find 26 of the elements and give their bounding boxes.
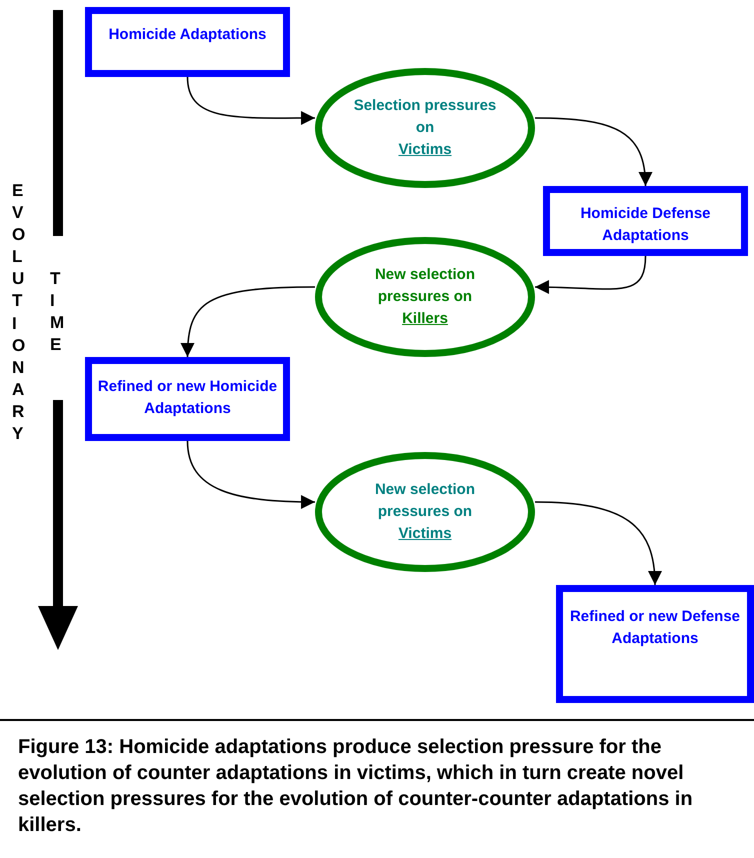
node-label: Selection pressures on bbox=[352, 96, 498, 138]
selection-ellipse bbox=[315, 452, 535, 572]
node-label: Victims bbox=[398, 140, 452, 160]
axis-label: EVOLUTIONARY bbox=[12, 180, 29, 446]
arrow bbox=[186, 440, 315, 509]
node-label: New selection pressures on bbox=[374, 480, 476, 522]
axis-label: TIME bbox=[50, 268, 67, 356]
node-label: New selection pressures on bbox=[374, 265, 476, 307]
arrow bbox=[534, 117, 652, 186]
arrow bbox=[535, 256, 646, 294]
arrow bbox=[180, 286, 316, 358]
selection-ellipse bbox=[315, 68, 535, 188]
node-label: Homicide Defense Adaptations bbox=[579, 204, 712, 246]
arrow bbox=[534, 501, 662, 586]
adaptation-box bbox=[85, 7, 290, 77]
node-label: Victims bbox=[398, 524, 452, 544]
selection-ellipse bbox=[315, 237, 535, 357]
arrow bbox=[186, 76, 315, 126]
node-label: Killers bbox=[402, 309, 448, 329]
adaptation-box bbox=[543, 186, 748, 256]
adaptation-box bbox=[85, 357, 290, 441]
adaptation-box bbox=[556, 585, 754, 703]
node-label: Refined or new Defense Adaptations bbox=[568, 607, 742, 649]
caption: Figure 13: Homicide adaptations produce selection pressure for the evolution of counter adaptations in victims, which in turn create novel selection pressures for the evolution of counter-counter adaptations in killers. bbox=[18, 735, 694, 838]
node-label: Homicide Adaptations bbox=[108, 25, 266, 45]
node-label: Refined or new Homicide Adaptations bbox=[96, 377, 278, 419]
